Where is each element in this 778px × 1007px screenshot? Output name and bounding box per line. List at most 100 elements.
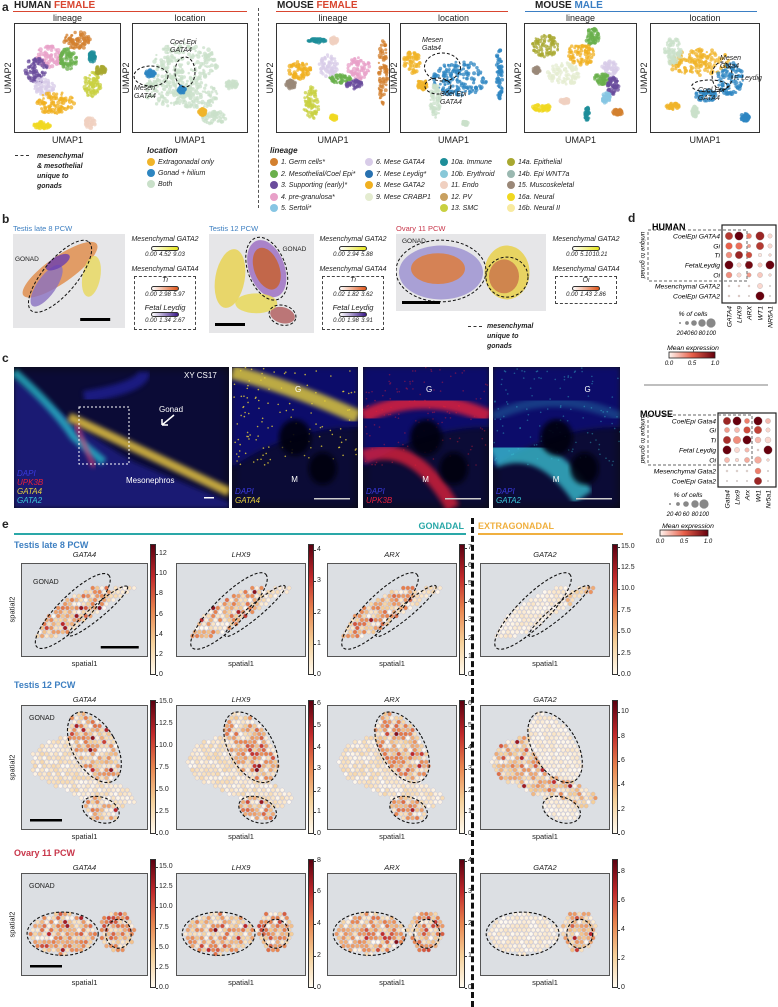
spot: [266, 923, 271, 929]
spot: [273, 799, 278, 805]
spot: [382, 767, 388, 773]
spot: [498, 935, 504, 941]
spot: [247, 731, 253, 737]
spot: [396, 927, 401, 933]
spot: [368, 767, 374, 773]
spot: [498, 767, 504, 773]
umap-cluster: [664, 101, 681, 111]
spot: [510, 771, 515, 777]
spot: [215, 629, 221, 635]
spot: [268, 783, 273, 789]
spot: [210, 629, 216, 635]
spot: [268, 935, 273, 941]
spot: [88, 923, 93, 929]
spot: [412, 731, 418, 737]
spot: [62, 927, 68, 933]
spot: [131, 585, 137, 591]
spot: [247, 597, 253, 603]
spot: [122, 911, 128, 917]
spot: [491, 755, 497, 761]
size-legend-dot: [691, 320, 697, 326]
gene-title: ARX: [384, 550, 400, 559]
spot: [355, 751, 360, 757]
spot: [224, 731, 230, 737]
spot: [46, 931, 52, 937]
spot: [222, 943, 227, 949]
colorbar-tick-mark: [465, 834, 467, 835]
spot: [508, 625, 513, 631]
spot: [122, 919, 128, 925]
spot: [210, 931, 216, 937]
spot: [524, 931, 529, 937]
gonad-outline: [691, 79, 729, 93]
spot: [231, 593, 237, 599]
spot: [350, 943, 355, 949]
spot: [220, 923, 225, 929]
spot: [227, 719, 232, 725]
g-label: G: [426, 385, 433, 394]
spot: [101, 731, 107, 737]
spot: [206, 629, 211, 635]
lineage-legend-item: 16b. Neural II: [507, 204, 560, 213]
spot: [95, 751, 100, 757]
spot: [49, 743, 54, 749]
spot: [261, 747, 267, 753]
spot: [250, 799, 255, 805]
spot: [491, 763, 497, 769]
spot: [373, 775, 378, 781]
spot: [551, 779, 557, 785]
spot: [364, 775, 369, 781]
dotplot-frame: [717, 412, 777, 488]
spot: [366, 621, 372, 627]
spot: [192, 931, 198, 937]
lineage-legend-item: 2. Mesothelial/Coel Epi*: [270, 169, 355, 178]
spot: [430, 915, 436, 921]
spot: [389, 589, 395, 595]
spot: [405, 727, 411, 733]
spot: [78, 931, 84, 937]
spot: [387, 759, 392, 765]
spot: [394, 931, 399, 937]
lineage-legend-item: 10a. Immune: [440, 158, 492, 166]
spot: [247, 787, 253, 793]
spot: [44, 751, 49, 757]
spot: [398, 589, 404, 595]
column-label: Nr5a1: [766, 490, 773, 509]
spot: [574, 931, 580, 937]
spot: [60, 771, 66, 777]
spot: [222, 775, 227, 781]
spot: [514, 947, 520, 953]
umap-title: location: [437, 13, 470, 23]
spot: [531, 743, 536, 749]
spot: [531, 601, 536, 607]
colorbar-tick: 12.5: [159, 883, 173, 891]
g-label: G: [295, 385, 302, 394]
spot: [101, 771, 107, 777]
spot: [194, 743, 200, 749]
spot: [224, 723, 230, 729]
gonad-outline: [528, 584, 590, 638]
expression-dot: [725, 242, 733, 250]
spot: [394, 739, 399, 745]
spot: [364, 751, 369, 757]
spot: [240, 735, 246, 741]
spot: [81, 791, 86, 797]
spot: [521, 783, 527, 789]
color-legend-tick: 0.5: [688, 361, 697, 367]
spot: [72, 601, 77, 607]
colorbar-tick: 10: [159, 570, 167, 578]
spot: [263, 601, 269, 607]
spot: [273, 593, 278, 599]
spot: [65, 613, 70, 619]
spot: [263, 775, 269, 781]
spot: [577, 783, 582, 789]
colorbar-tick: 2: [468, 920, 472, 928]
spot: [233, 787, 239, 793]
spot: [378, 767, 383, 773]
spot: [398, 739, 404, 745]
spot: [236, 601, 241, 607]
spot: [391, 593, 397, 599]
spot: [352, 629, 358, 635]
spot: [368, 625, 374, 631]
spot: [403, 731, 408, 737]
